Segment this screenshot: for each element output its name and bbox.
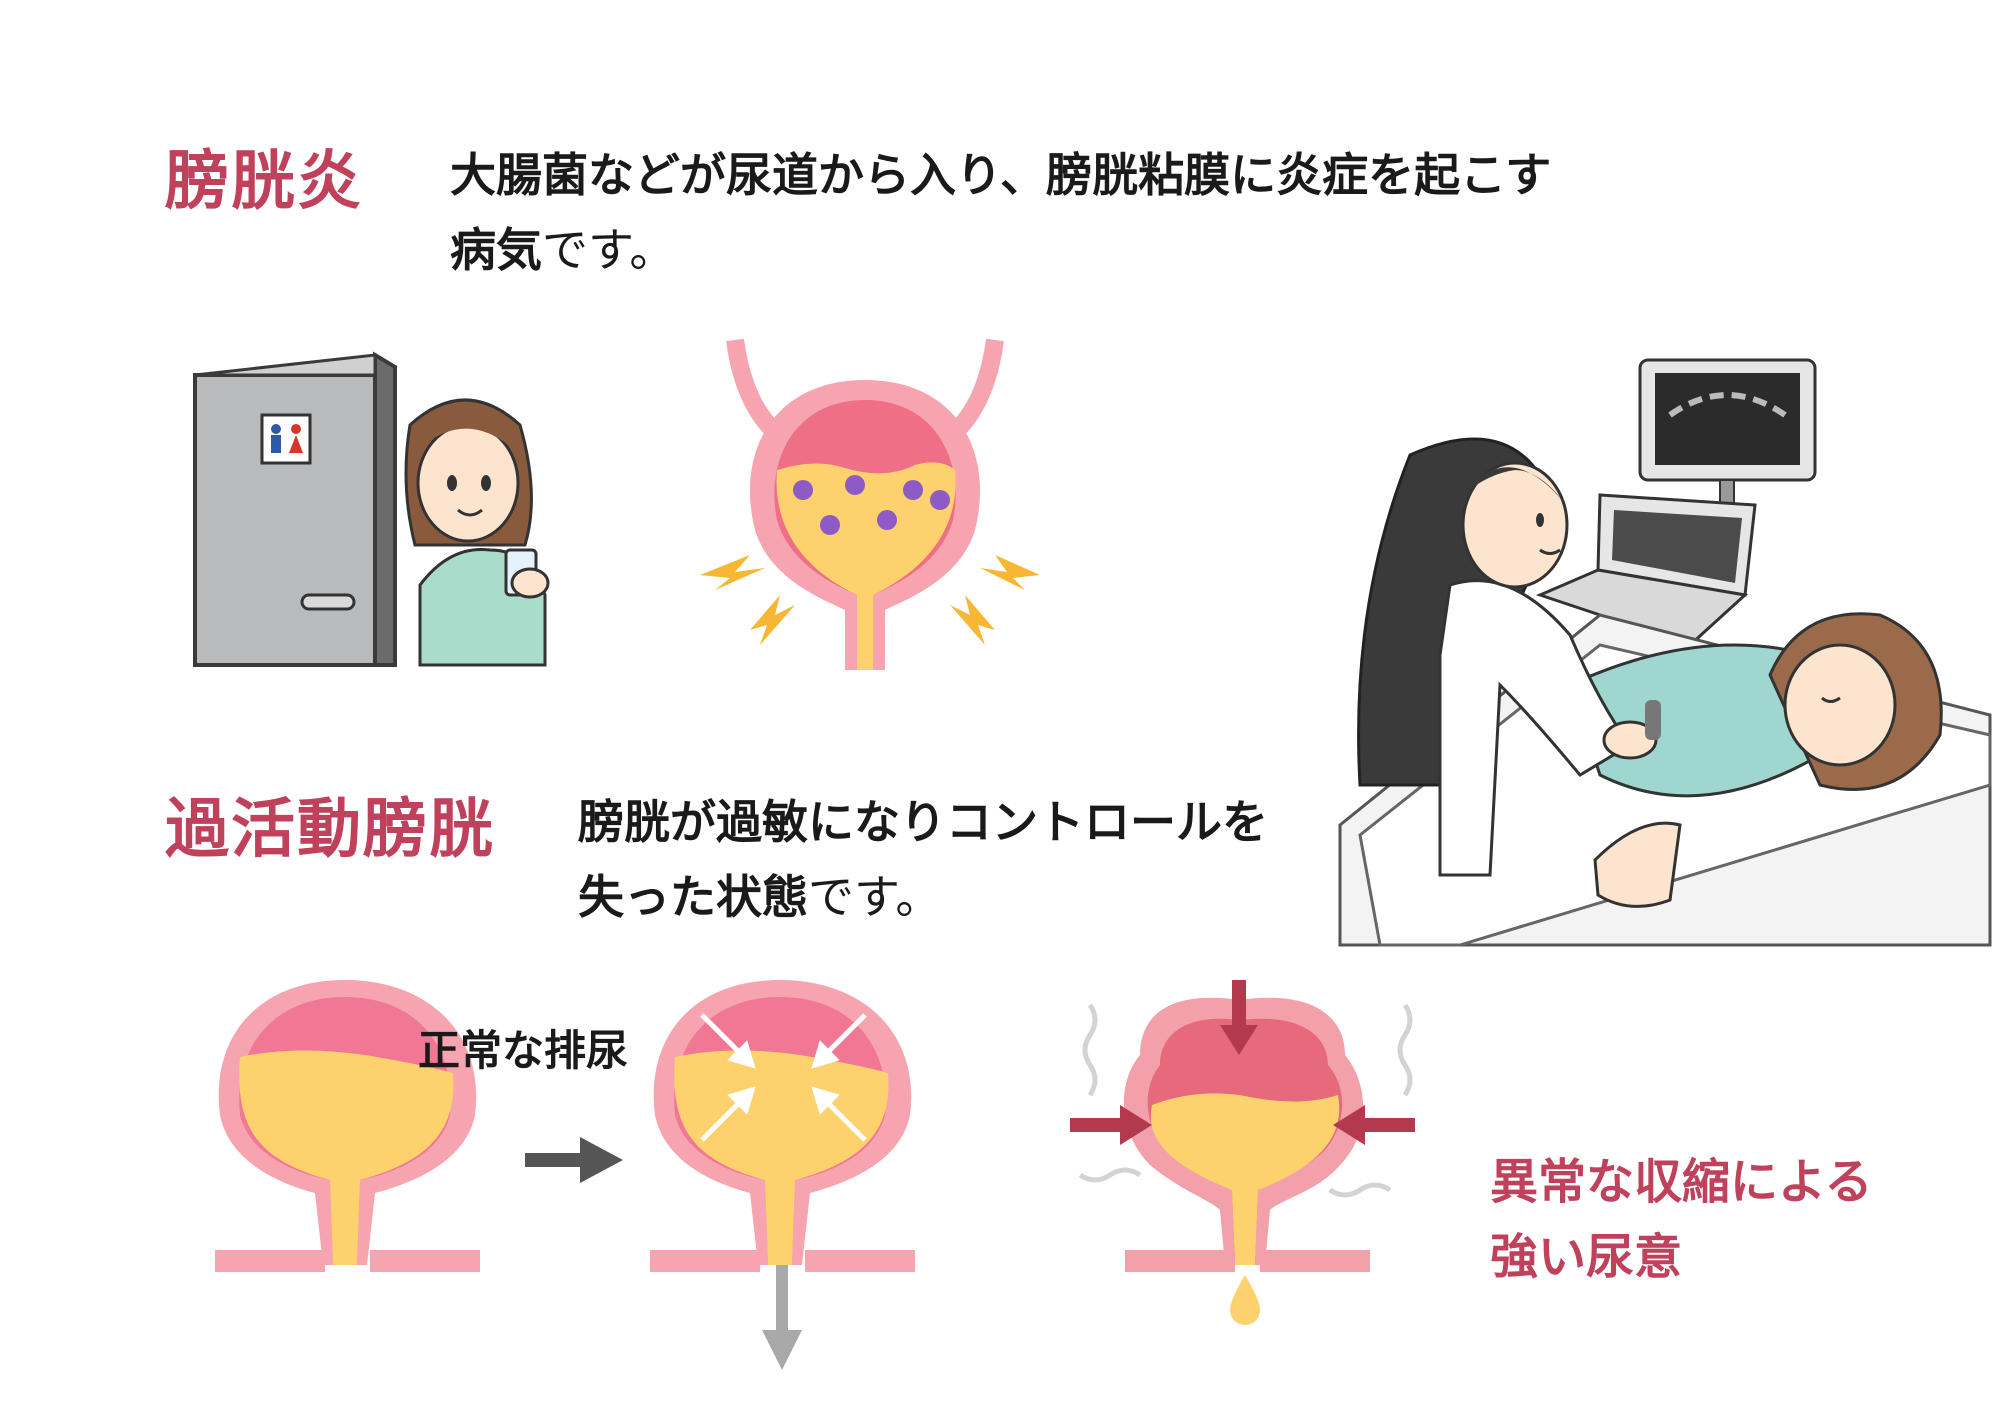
cystitis-desc-line2: 病気です。 [450,213,1551,288]
arrow-right-icon [525,1137,623,1183]
urine-drop-icon [1230,1275,1260,1325]
overactive-bladder-title: 過活動膀胱 [165,793,495,867]
ultrasound-exam-illustration [1338,358,1992,947]
cystitis-desc-light: です。 [542,223,676,277]
tremor-lines [1078,1003,1413,1198]
cystitis-title: 膀胱炎 [165,145,363,219]
doctor-figure [1357,437,1661,877]
overactive-bladder-description: 膀胱が過敏になりコントロールを 失った状態です。 [578,785,1268,935]
abnormal-note-line1: 異常な収縮による [1490,1154,1873,1210]
arrow-down-icon [762,1265,802,1370]
toilet-sign-icon [260,413,312,465]
squeeze-arrow-icon [1070,980,1415,1145]
abnormal-note-line2: 強い尿意 [1490,1229,1683,1285]
cystitis-desc-line1: 大腸菌などが尿道から入り、膀胱粘膜に炎症を起こす [450,148,1552,202]
toilet-woman-illustration [193,351,550,667]
oab-desc-bold: 失った状態 [578,870,808,924]
bladder-normal-contracting [650,980,915,1370]
cystitis-description: 大腸菌などが尿道から入り、膀胱粘膜に炎症を起こす 病気です。 [450,138,1551,288]
pain-bolt-icon [700,555,1040,645]
oab-desc-light: です。 [808,870,942,924]
bladder-normal-relaxed [215,980,480,1272]
bladder-abnormal-contraction [1070,980,1415,1325]
ultrasound-monitor-icon [1638,358,1817,516]
bacteria-icon [793,475,950,535]
oab-desc-line1: 膀胱が過敏になりコントロールを [578,795,1268,849]
squeeze-arrows [700,1013,867,1142]
normal-urination-label: 正常な排尿 [418,1026,629,1075]
patient-woman-figure [404,398,550,667]
cystitis-desc-bold: 病気 [450,223,542,277]
oab-desc-line2: 失った状態です。 [578,860,1268,935]
abnormal-contraction-note: 異常な収縮による 強い尿意 [1490,1145,1873,1295]
inflamed-bladder-illustration [700,338,1040,670]
